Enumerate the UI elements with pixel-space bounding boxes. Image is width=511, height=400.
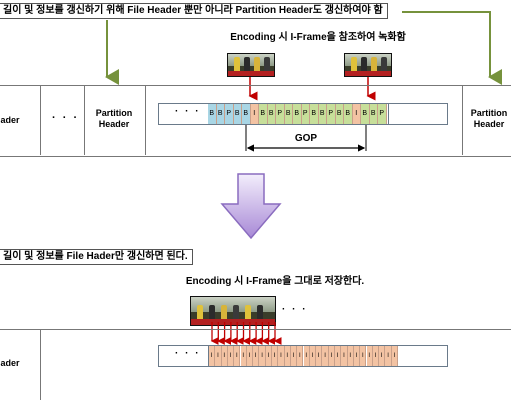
bottom-note: 길이 및 정보를 File Hader만 갱신하면 된다. bbox=[0, 249, 193, 265]
bottom-frame-cell: I bbox=[297, 346, 304, 366]
top-divider-1 bbox=[40, 85, 41, 155]
bottom-frame-cell: I bbox=[353, 346, 361, 366]
top-note-arrows bbox=[105, 11, 502, 85]
top-frame-cell: I bbox=[352, 104, 361, 124]
top-strip-right-dots bbox=[388, 104, 389, 124]
gop-label: GOP bbox=[294, 133, 318, 144]
top-divider-2 bbox=[84, 85, 85, 155]
bottom-file-header: ader bbox=[0, 358, 20, 368]
transition-arrow bbox=[220, 173, 282, 240]
top-frame-cell: B bbox=[284, 104, 293, 124]
top-frame-cell: B bbox=[242, 104, 251, 124]
bottom-frame-cell: I bbox=[240, 346, 247, 366]
bottom-file-table bbox=[0, 329, 511, 400]
top-frame-cell: B bbox=[344, 104, 353, 124]
bottom-frame-cell: I bbox=[391, 346, 398, 366]
top-frame-cell: B bbox=[208, 104, 217, 124]
bottom-frame-cell: I bbox=[360, 346, 367, 366]
bottom-frame-cell: I bbox=[372, 346, 380, 366]
top-divider-4 bbox=[462, 85, 463, 155]
top-frame-cell: P bbox=[301, 104, 310, 124]
top-frame-cell: I bbox=[250, 104, 259, 124]
top-strip-left-dots: · · · bbox=[175, 106, 201, 117]
top-frame-cell: B bbox=[267, 104, 276, 124]
top-thumb-2 bbox=[344, 53, 392, 77]
bottom-frame-cell: I bbox=[309, 346, 317, 366]
top-frame-cell: B bbox=[369, 104, 378, 124]
bottom-frame-cell: I bbox=[335, 346, 342, 366]
top-partition-header: Partition Header bbox=[95, 108, 133, 129]
top-frame-cell: B bbox=[293, 104, 302, 124]
bottom-frame-cell: I bbox=[347, 346, 354, 366]
top-frame-cell: B bbox=[310, 104, 319, 124]
bottom-frame-cell: I bbox=[322, 346, 329, 366]
top-frame-cell: P bbox=[327, 104, 336, 124]
bottom-frame-cell: I bbox=[234, 346, 241, 366]
top-frame-cell: B bbox=[335, 104, 344, 124]
bottom-frame-cell: I bbox=[316, 346, 323, 366]
top-frame-cell: P bbox=[378, 104, 387, 124]
bottom-frame-cell: I bbox=[227, 346, 235, 366]
gop-bracket bbox=[245, 125, 367, 152]
bottom-frame-cell: I bbox=[366, 346, 373, 366]
bottom-frame-cell: I bbox=[259, 346, 266, 366]
top-file-table bbox=[0, 85, 511, 157]
bottom-frame-cell: I bbox=[328, 346, 335, 366]
bottom-frame-cell: I bbox=[246, 346, 254, 366]
bottom-frame-cell: I bbox=[253, 346, 260, 366]
bottom-frame-cell: I bbox=[278, 346, 285, 366]
top-frame-cell: B bbox=[259, 104, 268, 124]
top-encoding-label: Encoding 시 I-Frame을 참조하여 녹화함 bbox=[230, 32, 406, 43]
top-frame-cell: B bbox=[233, 104, 242, 124]
bottom-frame-cell: I bbox=[284, 346, 291, 366]
bottom-frame-cell: I bbox=[215, 346, 222, 366]
top-frame-cell: B bbox=[216, 104, 225, 124]
bottom-frame-cell: I bbox=[385, 346, 392, 366]
bottom-thumb-dots: · · · bbox=[282, 304, 308, 315]
bottom-strip-left-dots: · · · bbox=[175, 348, 201, 359]
top-iframe-arrows bbox=[248, 77, 376, 101]
top-dots: · · · bbox=[52, 112, 80, 124]
bottom-iframe-arrows bbox=[210, 322, 282, 345]
bottom-frame-cell: I bbox=[209, 346, 216, 366]
bottom-frame-cell: I bbox=[265, 346, 272, 366]
bottom-frame-cell: I bbox=[221, 346, 228, 366]
top-frame-cell: B bbox=[318, 104, 327, 124]
top-frame-cell: P bbox=[225, 104, 234, 124]
bottom-frame-cell: I bbox=[341, 346, 348, 366]
top-frame-cell: P bbox=[276, 104, 285, 124]
bottom-frame-cell: I bbox=[272, 346, 279, 366]
top-divider-3 bbox=[145, 85, 146, 155]
bottom-frame-cell: I bbox=[290, 346, 298, 366]
bottom-encoding-label: Encoding 시 I-Frame을 그대로 저장한다. bbox=[185, 276, 365, 287]
bottom-strip-left-divider bbox=[208, 346, 209, 366]
top-frame-cell: B bbox=[361, 104, 370, 124]
bottom-thumb-stack bbox=[190, 296, 280, 330]
bottom-divider-1 bbox=[40, 329, 41, 400]
top-note: 길이 및 정보를 갱신하기 위해 File Header 뿐만 아니라 Part… bbox=[0, 3, 388, 19]
top-right-partition-header: Partition Header bbox=[470, 108, 508, 129]
bottom-frame-cell: I bbox=[303, 346, 310, 366]
top-thumb-1 bbox=[227, 53, 275, 77]
bottom-frame-cell: I bbox=[379, 346, 386, 366]
top-file-header: ader bbox=[0, 115, 20, 125]
